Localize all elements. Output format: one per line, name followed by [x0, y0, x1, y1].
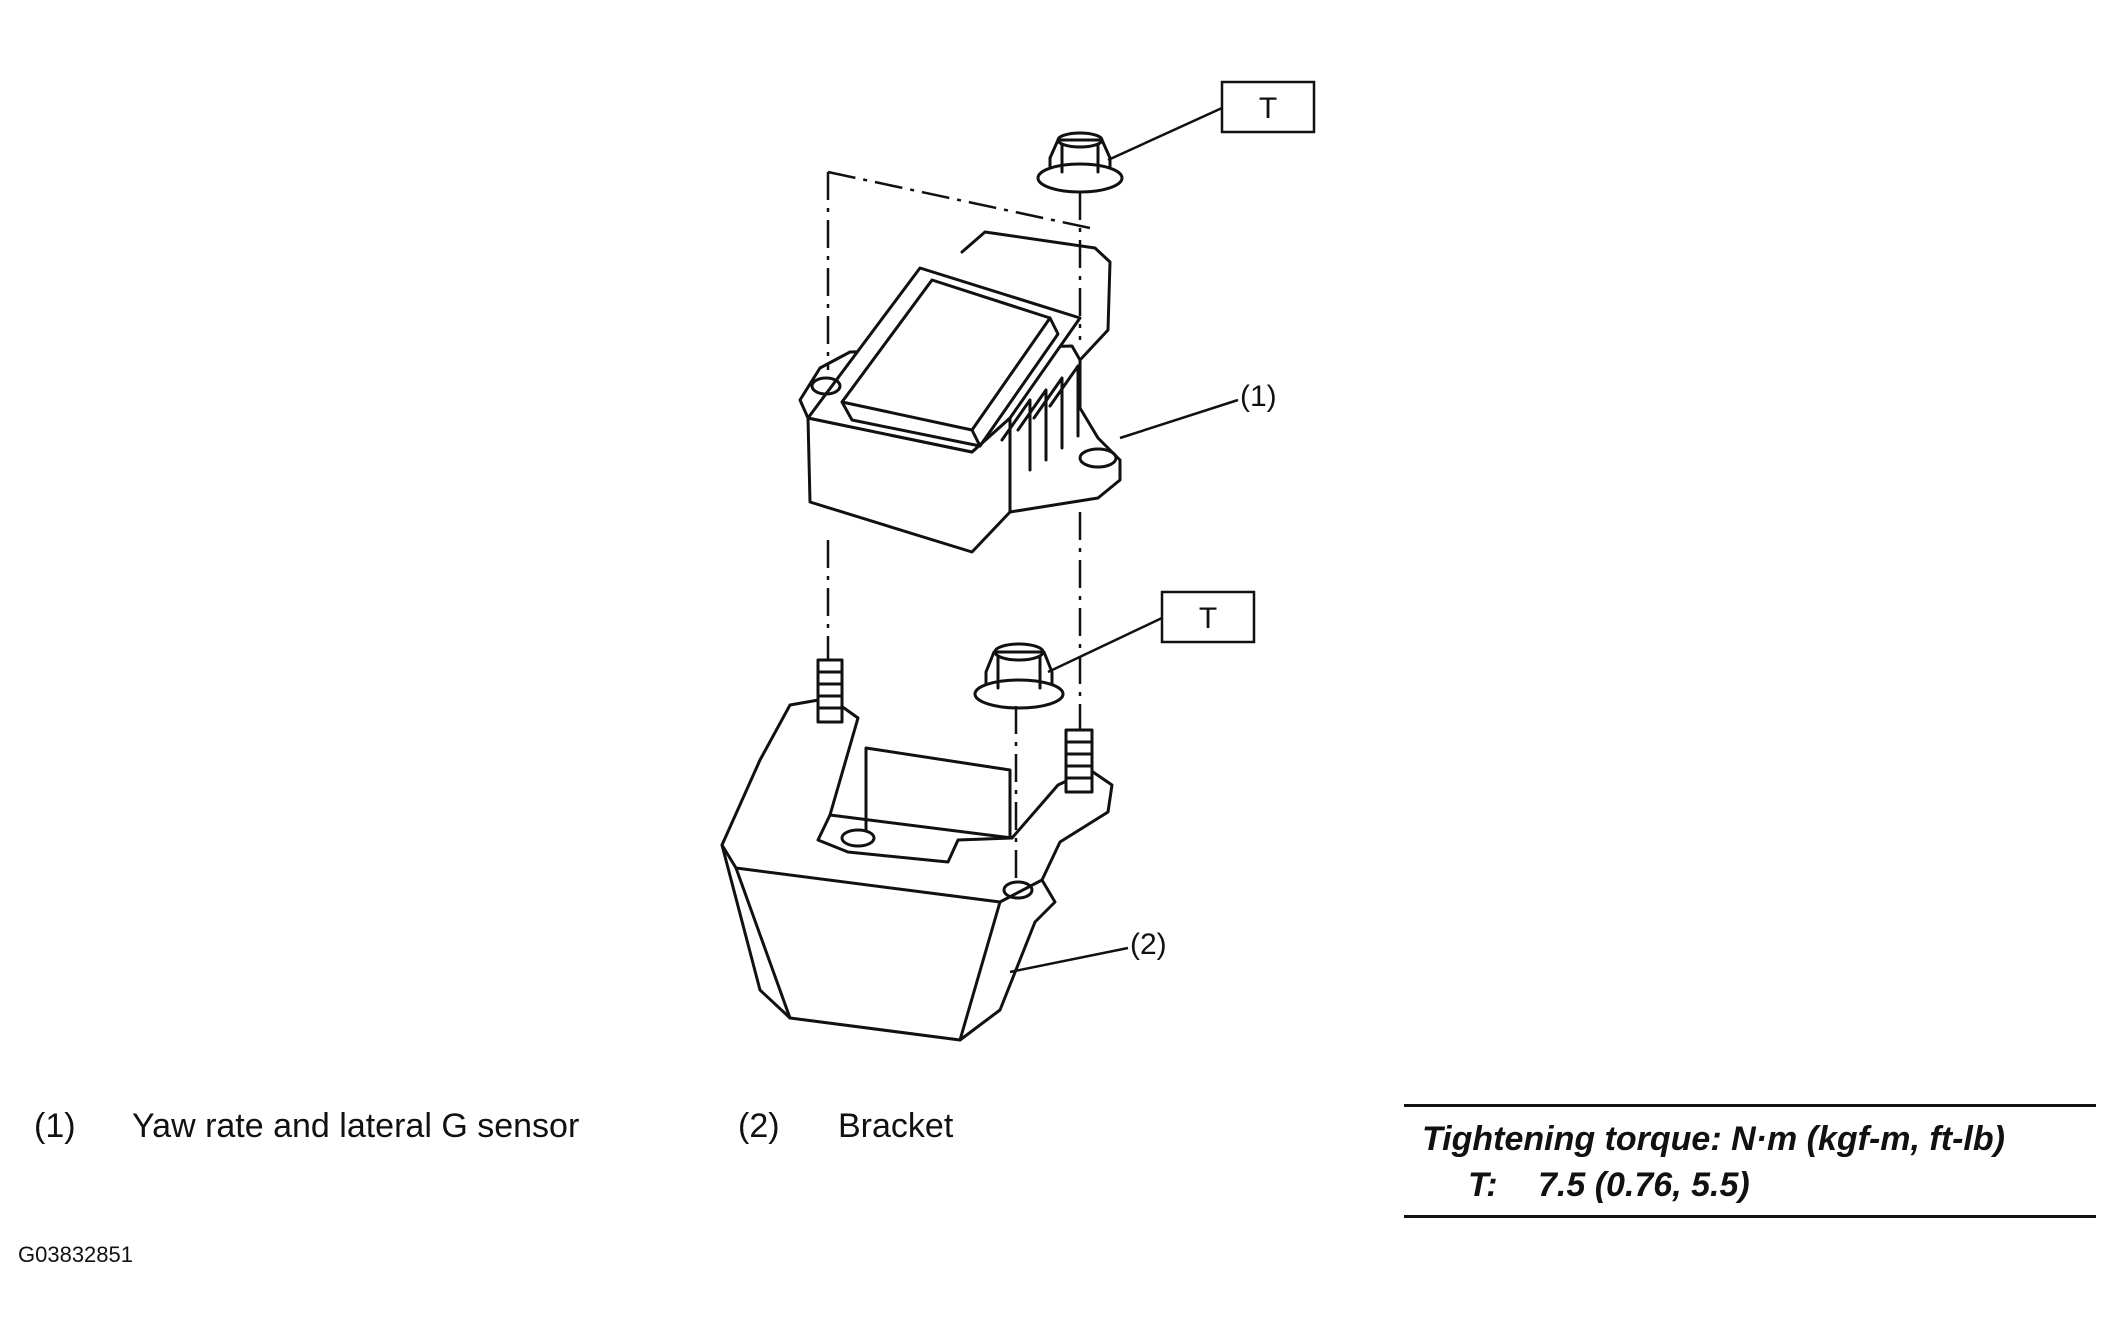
legend-number: (2): [738, 1107, 780, 1145]
torque-title: Tightening torque: N·m (kgf-m, ft-lb): [1422, 1120, 2005, 1158]
torque-tag-lower-text: T: [1199, 602, 1217, 635]
torque-tag-upper-text: T: [1259, 92, 1277, 125]
torque-top-rule: [1404, 1104, 2096, 1107]
right-stud: [1064, 728, 1094, 794]
leader-lines: [1009, 106, 1239, 974]
upper-flange-nut: [1036, 131, 1124, 194]
lower-flange-nut: [973, 642, 1065, 710]
bracket: [720, 696, 1114, 1042]
torque-key: T:: [1468, 1166, 1498, 1204]
torque-tag-lower: T: [1160, 590, 1256, 644]
yaw-rate-lateral-g-sensor: [798, 230, 1122, 554]
legend-number: (1): [34, 1107, 76, 1145]
callout-sensor: (1): [1240, 380, 1277, 413]
figure-id: G03832851: [18, 1242, 133, 1267]
torque-tag-upper: T: [1220, 80, 1316, 134]
legend-label: Bracket: [838, 1107, 954, 1145]
torque-spec-box: Tightening torque: N·m (kgf-m, ft-lb) T:…: [1404, 1104, 2096, 1218]
callout-bracket: (2): [1130, 928, 1167, 961]
legend-label: Yaw rate and lateral G sensor: [132, 1107, 580, 1145]
center-lines: [826, 170, 1091, 880]
left-stud: [816, 658, 844, 724]
torque-value: 7.5 (0.76, 5.5): [1538, 1166, 1750, 1204]
torque-bottom-rule: [1404, 1215, 2096, 1218]
